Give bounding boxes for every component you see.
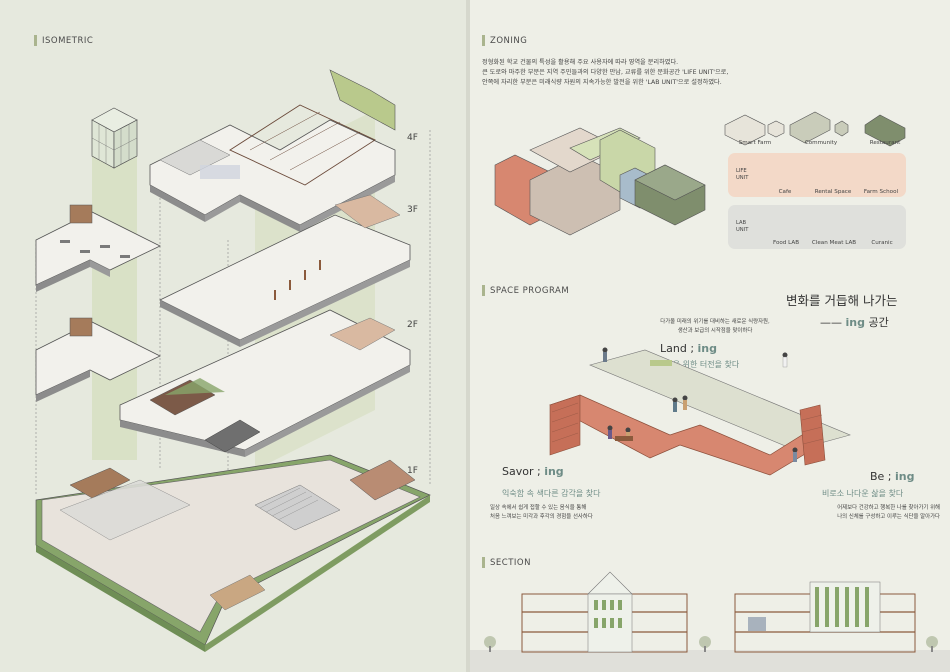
title-accent-bar bbox=[482, 285, 485, 296]
title-accent-bar bbox=[482, 557, 485, 568]
item-farm-school: Farm School bbox=[863, 189, 899, 195]
item-cafe: Cafe bbox=[778, 189, 792, 195]
space-program-headline: 변화를 거듭해 나가는 bbox=[786, 293, 898, 308]
planter bbox=[650, 360, 672, 366]
be-desc: 어제보다 건강하고 행복한 나를 찾아가기 위해 나의 신체를 구성하고 이루는… bbox=[837, 505, 940, 520]
item-smart-farm: Smart Farm bbox=[738, 140, 772, 146]
land-caption: Land ; ing bbox=[660, 342, 718, 355]
savor-caption: Savor ; ing bbox=[502, 465, 564, 478]
lab-unit-box bbox=[728, 205, 906, 249]
right-panel: ZONING 정형화된 학교 건물의 특성을 활용해 주요 사용자에 따라 영역… bbox=[470, 0, 950, 672]
table bbox=[615, 436, 633, 441]
item-curanic: Curanic bbox=[871, 240, 893, 246]
space-program-headline-2: —— ing 공간 bbox=[820, 316, 889, 329]
floor-2f bbox=[35, 309, 411, 457]
savor-desc: 일상 속에서 쉽게 접할 수 있는 음식을 통해 처음 느껴보는 미각과 후각의… bbox=[490, 505, 593, 520]
title-accent-bar bbox=[482, 35, 485, 46]
people bbox=[602, 347, 798, 462]
ing-logo: ing bbox=[845, 316, 865, 329]
item-food-lab: Food LAB bbox=[772, 240, 800, 246]
zoning-description: 정형화된 학교 건물의 특성을 활용해 주요 사용자에 따라 영역을 분리하였다… bbox=[482, 59, 729, 86]
ing-logo: ing bbox=[544, 465, 564, 478]
ing-logo: ing bbox=[895, 470, 915, 483]
isometric-drawing bbox=[35, 69, 431, 652]
glass-tower bbox=[91, 107, 138, 169]
land-intro: 다가올 미래의 위기를 대비하는 새로운 식량자원, 생산과 보급의 시작점을 … bbox=[660, 319, 770, 334]
floor-1f bbox=[35, 454, 431, 652]
section-drawing bbox=[470, 571, 950, 672]
space-program-title: SPACE PROGRAM bbox=[482, 285, 569, 296]
lab-unit-label: LAB UNIT bbox=[736, 220, 749, 233]
upper-platform bbox=[589, 349, 851, 451]
page-gutter bbox=[466, 0, 470, 672]
zoning-massing bbox=[494, 127, 706, 236]
ing-logo: ing bbox=[697, 342, 718, 355]
be-subtitle: 비로소 나다운 삶을 찾다 bbox=[822, 489, 904, 498]
floor-label-3f: 3F bbox=[407, 205, 418, 215]
life-unit-label: LIFE UNIT bbox=[736, 168, 749, 181]
isometric-title: ISOMETRIC bbox=[34, 35, 93, 46]
land-subtitle: 내일을 위한 터전을 찾다 bbox=[658, 360, 740, 369]
savor-subtitle: 익숙함 속 색다른 감각을 찾다 bbox=[502, 489, 601, 498]
item-community: Community bbox=[804, 140, 838, 146]
floor-3f bbox=[35, 194, 411, 347]
item-rental-space: Rental Space bbox=[814, 189, 852, 195]
title-accent-bar bbox=[34, 35, 37, 46]
item-restaurant: Restaurant bbox=[869, 140, 901, 146]
section-building-left bbox=[484, 571, 711, 653]
life-unit-box bbox=[728, 153, 906, 197]
right-stair bbox=[799, 404, 826, 466]
floor-label-1f: 1F bbox=[407, 466, 418, 476]
space-program-illustration bbox=[549, 347, 851, 476]
floor-label-2f: 2F bbox=[407, 320, 418, 330]
floor-label-4f: 4F bbox=[407, 133, 418, 143]
item-clean-meat-lab: Clean Meat LAB bbox=[811, 240, 857, 246]
be-caption: Be ; ing bbox=[870, 470, 915, 483]
stair-steps bbox=[551, 402, 824, 445]
section-title: SECTION bbox=[482, 557, 531, 568]
isometric-panel: ISOMETRIC bbox=[0, 0, 466, 672]
ground bbox=[470, 650, 950, 672]
section-building-right bbox=[734, 581, 938, 653]
zoning-title: ZONING bbox=[482, 35, 527, 46]
base-item-icons bbox=[724, 111, 906, 147]
zoning-diagram bbox=[494, 111, 906, 241]
